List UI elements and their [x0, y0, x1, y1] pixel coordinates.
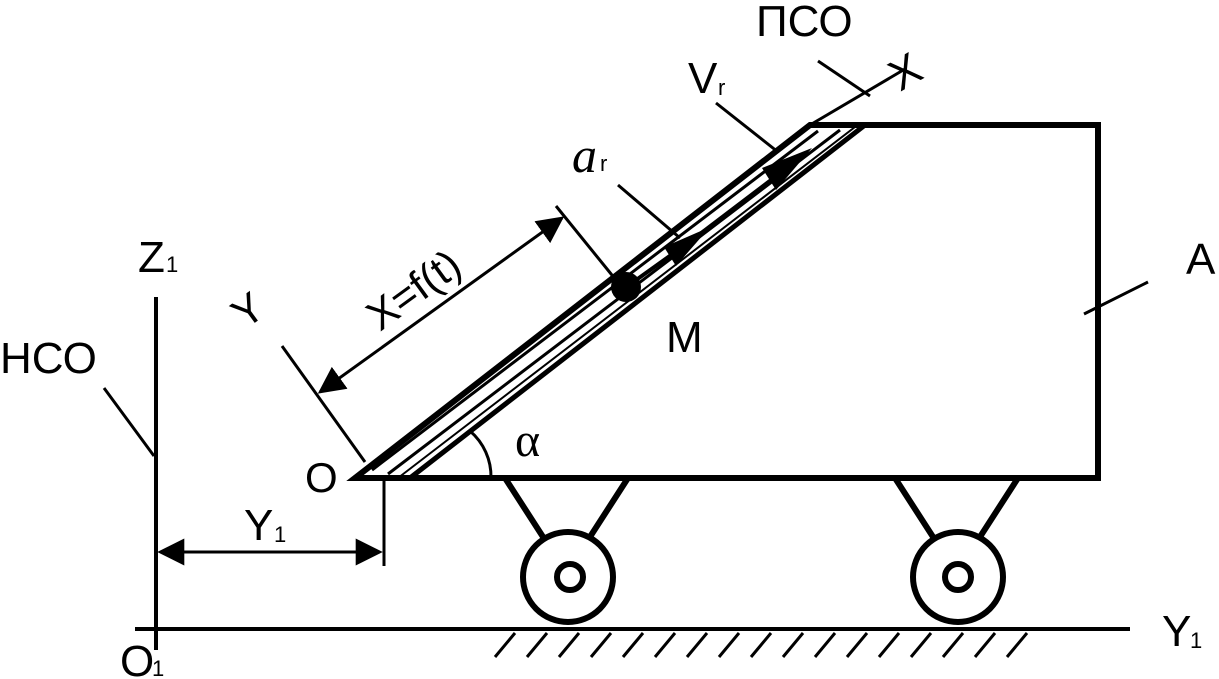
- label-y1-axis: Y 1: [1162, 607, 1202, 656]
- svg-text:1: 1: [274, 522, 286, 547]
- ground: [135, 627, 1130, 658]
- label-y-axis: Y: [223, 283, 273, 337]
- nso-leader: [102, 387, 156, 457]
- svg-text:1: 1: [1190, 628, 1202, 653]
- accel-arrowhead: [664, 227, 710, 266]
- label-body-a: A: [1186, 235, 1216, 284]
- svg-text:Y: Y: [1162, 607, 1191, 656]
- xft-dimension-arrow: [317, 216, 565, 394]
- incline-inner-edge: [408, 123, 867, 480]
- svg-text:r: r: [718, 75, 725, 100]
- label-y1-dimension: Y 1: [244, 501, 286, 550]
- svg-text:O: O: [120, 637, 154, 679]
- pso-leader: [817, 59, 871, 98]
- ground-hatching: [493, 632, 1029, 658]
- velocity-leader: [715, 101, 779, 154]
- svg-text:V: V: [688, 54, 718, 103]
- label-origin: O: [305, 454, 338, 501]
- label-point-m: M: [666, 313, 703, 362]
- body-a-leader: [1083, 280, 1149, 316]
- right-wheel: [910, 529, 1006, 625]
- label-rel-accel: a r: [572, 127, 607, 183]
- accel-leader: [617, 183, 681, 240]
- label-moving-frame: ПСО: [756, 0, 853, 46]
- cart-body: [346, 122, 1101, 481]
- label-x-axis: X: [881, 44, 931, 101]
- slot-line-3: [397, 126, 856, 479]
- x-axis-extension: [809, 67, 906, 127]
- label-rel-velocity: V r: [688, 54, 725, 103]
- xft-extension-line: [554, 205, 622, 286]
- angle-alpha-arc: [469, 429, 493, 479]
- svg-text:1: 1: [152, 656, 164, 679]
- point-m: [611, 272, 641, 302]
- label-z1: Z 1: [138, 233, 178, 282]
- slot-line-1: [371, 129, 819, 472]
- svg-text:Y: Y: [244, 501, 273, 550]
- label-angle: α: [515, 414, 540, 467]
- svg-text:a: a: [572, 127, 597, 183]
- velocity-arrowhead: [762, 148, 812, 190]
- svg-text:r: r: [600, 151, 607, 176]
- label-fixed-frame: НСО: [0, 334, 97, 383]
- left-wheel: [520, 529, 616, 625]
- svg-text:1: 1: [166, 252, 178, 277]
- y-axis: [280, 345, 367, 463]
- svg-text:Z: Z: [138, 233, 165, 282]
- label-o1: O 1: [120, 637, 164, 679]
